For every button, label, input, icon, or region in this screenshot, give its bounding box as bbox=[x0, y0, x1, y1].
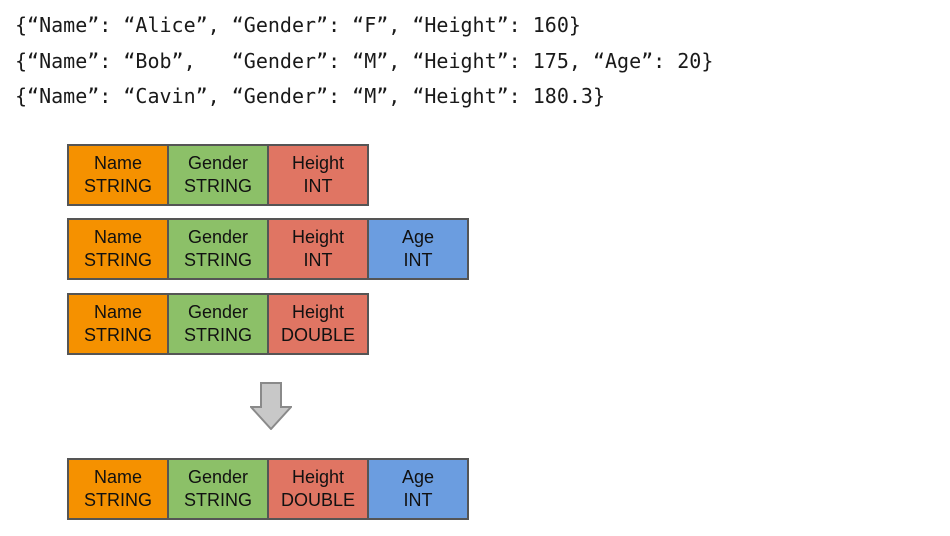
field-type: STRING bbox=[183, 325, 252, 345]
field-type: INT bbox=[303, 250, 333, 270]
field-type: INT bbox=[303, 176, 333, 196]
json-records: {“Name”: “Alice”, “Gender”: “F”, “Height… bbox=[15, 8, 713, 115]
json-record-alice: {“Name”: “Alice”, “Gender”: “F”, “Height… bbox=[15, 13, 581, 37]
field-type: DOUBLE bbox=[280, 325, 356, 345]
down-arrow-icon bbox=[250, 382, 292, 430]
field-name: Name bbox=[93, 227, 142, 247]
field-name: Name bbox=[93, 302, 142, 322]
field-type: STRING bbox=[183, 250, 252, 270]
field-name: Height bbox=[291, 153, 345, 173]
field-name: Height bbox=[291, 302, 345, 322]
field-name: Gender bbox=[187, 227, 249, 247]
field-name: Gender bbox=[187, 153, 249, 173]
field-type: STRING bbox=[83, 176, 152, 196]
field-type: STRING bbox=[83, 325, 152, 345]
field-name: Name bbox=[93, 153, 142, 173]
field-name: Age bbox=[401, 467, 435, 487]
field-name: Gender bbox=[187, 302, 249, 322]
field-name: Height bbox=[291, 467, 345, 487]
field-name: Name bbox=[93, 467, 142, 487]
field-name: Age bbox=[401, 227, 435, 247]
field-type: INT bbox=[403, 250, 433, 270]
field-type: STRING bbox=[183, 490, 252, 510]
field-type: STRING bbox=[83, 250, 152, 270]
field-type: DOUBLE bbox=[280, 490, 356, 510]
field-name: Height bbox=[291, 227, 345, 247]
json-record-bob: {“Name”: “Bob”, “Gender”: “M”, “Height”:… bbox=[15, 48, 714, 73]
field-name: Gender bbox=[187, 467, 249, 487]
json-record-cavin: {“Name”: “Cavin”, “Gender”: “M”, “Height… bbox=[15, 84, 606, 108]
field-type: STRING bbox=[83, 490, 152, 510]
field-type: STRING bbox=[183, 176, 252, 196]
field-type: INT bbox=[403, 490, 433, 510]
